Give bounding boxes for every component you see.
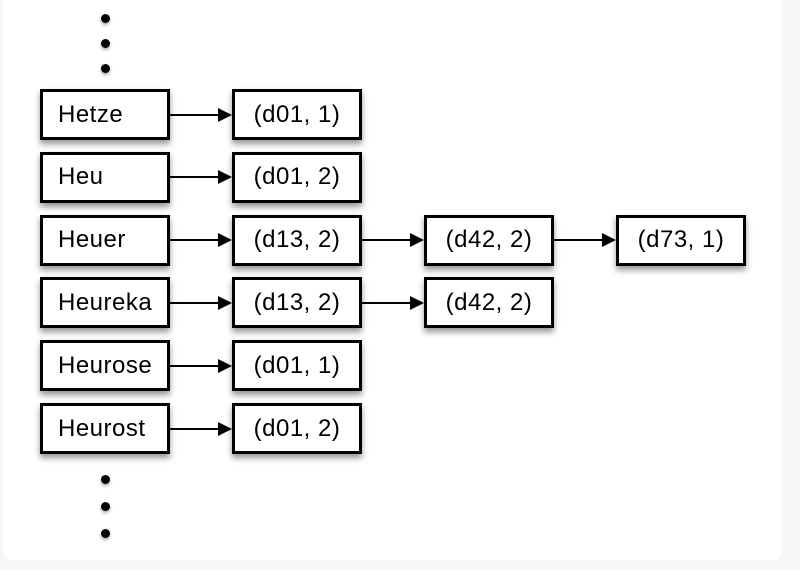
arrow-line (170, 176, 218, 179)
arrow-line (362, 239, 410, 242)
arrowhead-icon (218, 421, 232, 436)
arrowhead-icon (410, 233, 424, 248)
arrowhead-icon (410, 295, 424, 310)
arrow-right-icon (170, 403, 232, 454)
arrow-line (554, 239, 602, 242)
term-box: Heurost (40, 403, 170, 454)
ellipsis-dot (100, 13, 110, 23)
posting-box: (d73, 1) (616, 214, 746, 266)
index-row-hetze: Hetze (d01, 1) (40, 89, 362, 140)
arrow-line (170, 113, 218, 116)
ellipsis-dot (100, 501, 110, 511)
arrow-line (170, 427, 218, 430)
arrow-right-icon (554, 215, 616, 266)
posting-box: (d13, 2) (232, 214, 362, 266)
ellipsis-dot (100, 38, 110, 48)
index-row-heurose: Heurose (d01, 1) (40, 340, 362, 392)
arrow-right-icon (170, 89, 232, 140)
index-row-heu: Heu (d01, 2) (40, 151, 362, 203)
index-row-heurost: Heurost (d01, 2) (40, 403, 362, 454)
ellipsis-dot (100, 63, 110, 73)
arrowhead-icon (218, 233, 232, 248)
term-box: Heurose (40, 340, 170, 392)
ellipsis-dot (100, 474, 110, 484)
term-box: Heureka (40, 277, 170, 329)
arrow-right-icon (170, 152, 232, 203)
posting-box: (d01, 1) (232, 89, 362, 140)
arrowhead-icon (218, 107, 232, 122)
arrow-right-icon (362, 277, 424, 328)
arrow-right-icon (170, 277, 232, 328)
arrow-right-icon (170, 215, 232, 266)
index-row-heureka: Heureka (d13, 2) (d42, 2) (40, 277, 554, 329)
ellipsis-dot (100, 529, 110, 538)
posting-box: (d13, 2) (232, 277, 362, 329)
posting-box: (d42, 2) (424, 214, 554, 266)
arrowhead-icon (218, 358, 232, 373)
index-row-heuer: Heuer (d13, 2) (d42, 2) (d73, 1) (40, 214, 746, 266)
arrow-line (362, 301, 410, 304)
arrowhead-icon (218, 295, 232, 310)
posting-box: (d01, 1) (232, 340, 362, 392)
term-box: Hetze (40, 89, 170, 140)
arrow-line (170, 301, 218, 304)
arrow-line (170, 239, 218, 242)
arrow-right-icon (362, 215, 424, 266)
arrowhead-icon (602, 233, 616, 248)
posting-box: (d01, 2) (232, 151, 362, 203)
posting-box: (d42, 2) (424, 277, 554, 329)
arrow-line (170, 364, 218, 367)
arrowhead-icon (218, 170, 232, 185)
arrow-right-icon (170, 340, 232, 391)
term-box: Heu (40, 151, 170, 203)
posting-box: (d01, 2) (232, 403, 362, 454)
term-box: Heuer (40, 214, 170, 266)
